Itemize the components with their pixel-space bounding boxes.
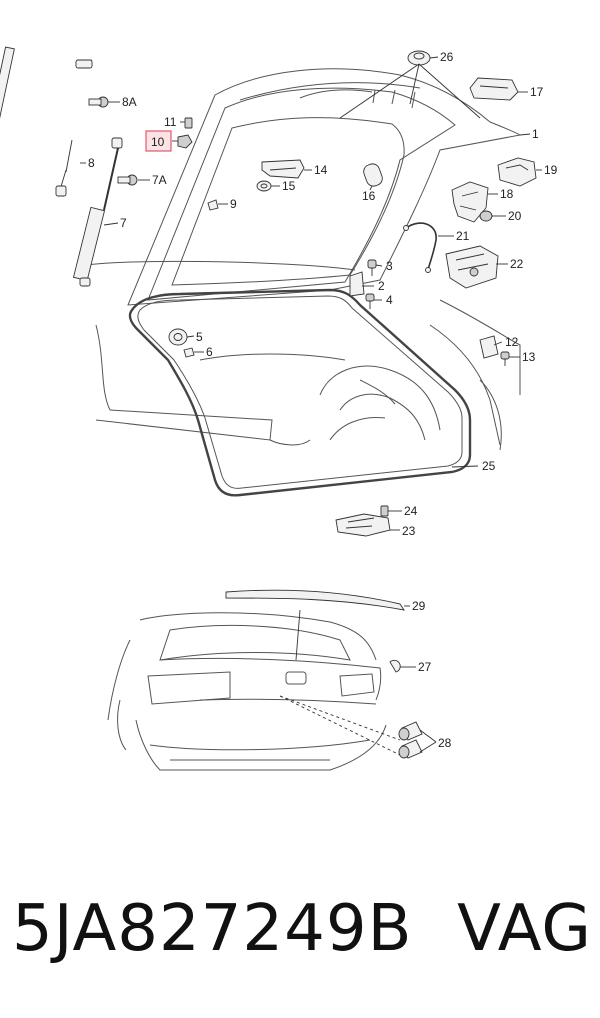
callout-14: 14 — [314, 163, 328, 177]
grommet-20 — [479, 210, 493, 222]
part-number: 5JA827249B — [12, 892, 413, 966]
callout-8a: 8A — [122, 95, 137, 109]
callout-3: 3 — [386, 259, 393, 273]
callout-11: 11 — [164, 115, 177, 129]
callout-28: 28 — [438, 736, 452, 750]
callout-9: 9 — [230, 197, 237, 211]
fastener-8a — [88, 96, 109, 108]
gas-strut-7 — [72, 137, 123, 287]
callout-2: 2 — [378, 279, 385, 293]
callout-18: 18 — [500, 187, 514, 201]
bracket-14 — [261, 159, 305, 179]
buffers-28 — [398, 721, 423, 759]
callout-26: 26 — [440, 50, 454, 64]
callout-7: 7 — [120, 216, 127, 230]
handle-19 — [497, 157, 537, 187]
bracket-18 — [451, 181, 489, 223]
seal — [128, 288, 472, 497]
footer: 5JA827249B VAG — [12, 892, 592, 982]
callout-7a: 7A — [152, 173, 167, 187]
callout-24: 24 — [404, 504, 418, 518]
callout-17: 17 — [530, 85, 544, 99]
buffer-16 — [363, 163, 383, 187]
car-rear-view — [107, 609, 401, 771]
cap-27 — [389, 659, 401, 673]
callout-22: 22 — [510, 257, 524, 271]
screw-13 — [500, 351, 510, 366]
callout-8: 8 — [88, 156, 95, 170]
callout-5: 5 — [196, 330, 203, 344]
lamp-17 — [469, 77, 519, 101]
bolt-11 — [184, 117, 193, 129]
callout-25: 25 — [482, 459, 496, 473]
cable-21 — [403, 222, 437, 273]
buffer-10 — [177, 134, 193, 149]
callout-29: 29 — [412, 599, 426, 613]
tailgate-lid — [127, 68, 522, 306]
buffer-12 — [479, 335, 499, 359]
car-body-opening — [84, 260, 521, 451]
stop-26 — [407, 50, 431, 66]
callout-15: 15 — [282, 179, 296, 193]
fastener-7a — [117, 174, 138, 186]
callout-10: 10 — [151, 135, 165, 149]
grommet-5 — [168, 328, 188, 346]
callout-27: 27 — [418, 660, 432, 674]
spoiler-29 — [225, 589, 405, 611]
callout-19: 19 — [544, 163, 558, 177]
striker-2 — [349, 271, 365, 297]
leader-lines — [80, 56, 542, 753]
screw-3 — [367, 259, 377, 276]
brand-name: VAG — [457, 892, 592, 966]
callout-1: 1 — [532, 127, 539, 141]
callout-20: 20 — [508, 209, 522, 223]
callout-6: 6 — [206, 345, 213, 359]
bracket-23 — [335, 513, 391, 537]
callout-12: 12 — [505, 335, 519, 349]
highlight-box — [145, 130, 172, 152]
bolt-24 — [380, 505, 389, 517]
grommet-15 — [256, 180, 272, 192]
clip-9 — [207, 199, 219, 211]
callout-13: 13 — [522, 350, 536, 364]
callout-23: 23 — [402, 524, 416, 538]
callout-21: 21 — [456, 229, 470, 243]
clip-6 — [183, 347, 195, 358]
lock-22 — [445, 245, 499, 289]
callout-4: 4 — [386, 293, 393, 307]
callout-16: 16 — [362, 189, 376, 203]
screw-4 — [365, 293, 375, 309]
gas-strut-8 — [0, 46, 93, 197]
